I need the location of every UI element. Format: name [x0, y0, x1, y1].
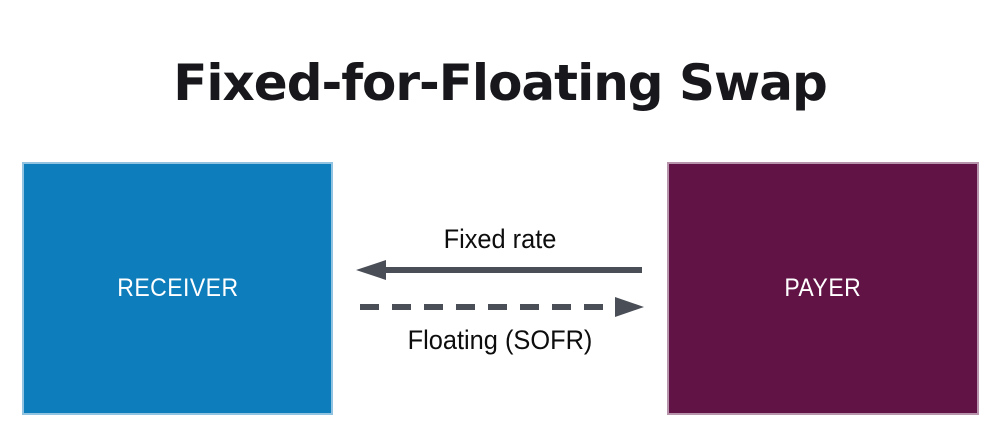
floating-rate-arrow-icon — [360, 297, 644, 317]
receiver-box: RECEIVER — [22, 162, 333, 415]
fixed-rate-label: Fixed rate — [443, 224, 557, 254]
payer-label: PAYER — [784, 274, 862, 302]
receiver-label: RECEIVER — [116, 274, 239, 302]
swap-arrows-graphic — [356, 260, 644, 317]
fixed-rate-arrow-icon — [356, 260, 642, 280]
diagram-title: Fixed-for-Floating Swap — [173, 54, 827, 112]
payer-box: PAYER — [667, 162, 979, 415]
floating-rate-label: Floating (SOFR) — [407, 325, 593, 355]
